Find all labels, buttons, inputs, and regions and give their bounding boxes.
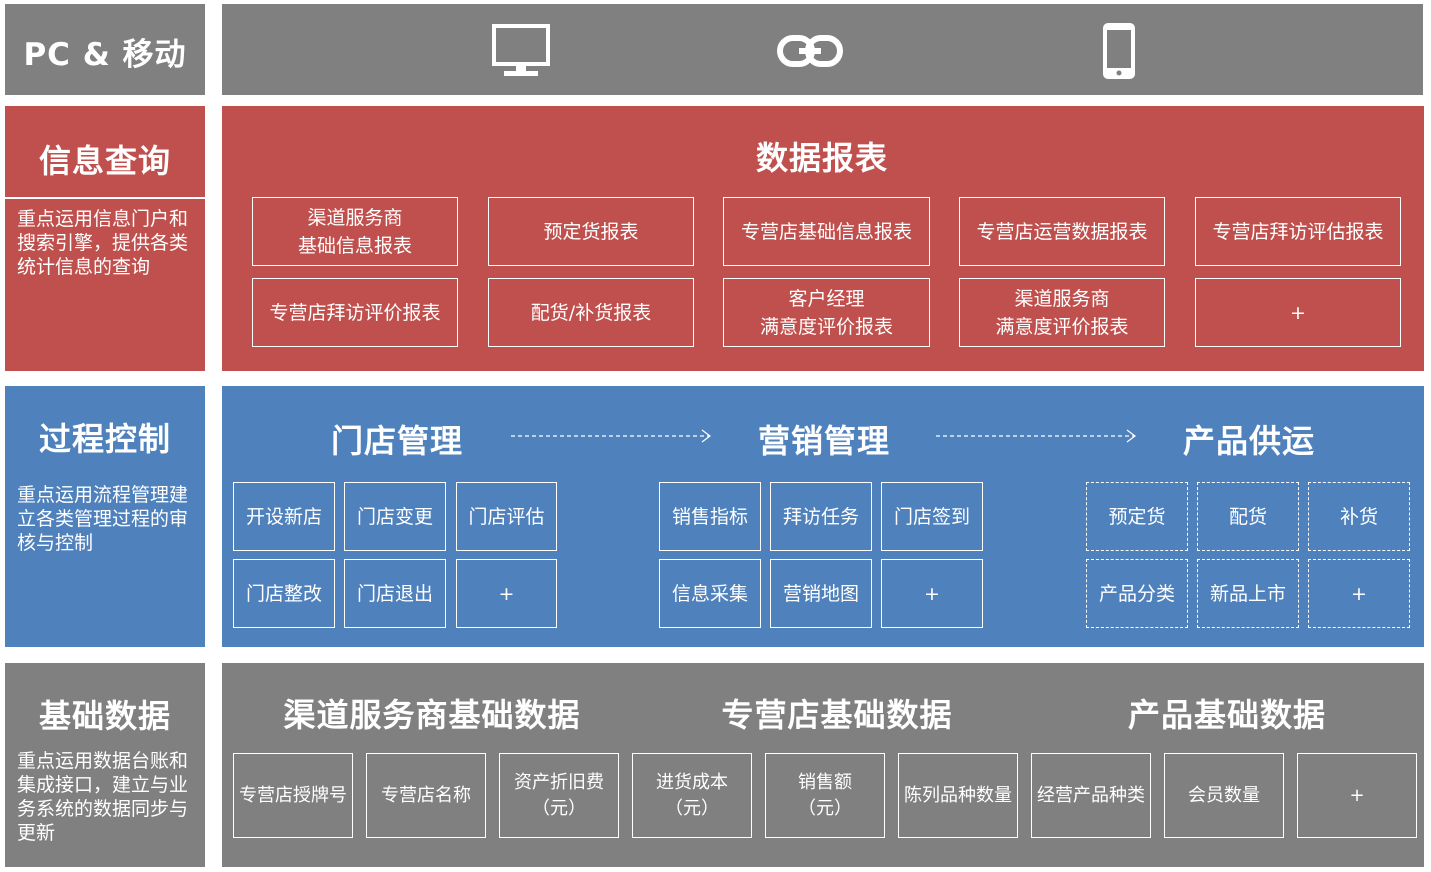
add-report-button[interactable]: + [1195,278,1401,347]
add-process-button[interactable]: + [881,559,983,628]
report-box[interactable]: 专营店运营数据报表 [959,197,1165,266]
process-control-title: 过程控制 [38,420,171,458]
link-icon [777,35,843,67]
process-item[interactable]: 门店变更 [344,482,446,551]
add-base-data-button[interactable]: + [1297,753,1417,838]
process-item[interactable]: 开设新店 [233,482,335,551]
report-box[interactable]: 渠道服务商 满意度评价报表 [959,278,1165,347]
divider [5,197,205,199]
process-item[interactable]: 新品上市 [1197,559,1299,628]
base-data-item[interactable]: 陈列品种数量 [898,753,1018,838]
pc-mobile-title: PC & 移动 [23,37,187,73]
base-data-item[interactable]: 经营产品种类 [1031,753,1151,838]
base-data-item[interactable]: 专营店授牌号 [233,753,353,838]
product-base-data-title: 产品基础数据 [1127,696,1326,734]
process-item[interactable]: 营销地图 [770,559,872,628]
process-item[interactable]: 补货 [1308,482,1410,551]
product-supply-title: 产品供运 [1182,422,1315,460]
process-control-label-panel: 过程控制 重点运用流程管理建立各类管理过程的审核与控制 [5,386,205,647]
report-box[interactable]: 专营店拜访评估报表 [1195,197,1401,266]
flow-arrow [936,429,1136,443]
base-data-item[interactable]: 专营店名称 [366,753,486,838]
report-box[interactable]: 客户经理 满意度评价报表 [723,278,930,347]
process-item[interactable]: 信息采集 [659,559,761,628]
add-process-button[interactable]: + [1308,559,1410,628]
data-reports-title: 数据报表 [755,139,888,177]
info-query-panel: 数据报表 渠道服务商 基础信息报表 预定货报表 专营店基础信息报表 专营店运营数… [222,106,1424,371]
process-item[interactable]: 拜访任务 [770,482,872,551]
report-box[interactable]: 渠道服务商 基础信息报表 [252,197,458,266]
marketing-management-title: 营销管理 [757,422,890,460]
process-control-description: 重点运用流程管理建立各类管理过程的审核与控制 [17,484,189,554]
report-box[interactable]: 配货/补货报表 [488,278,694,347]
info-query-description: 重点运用信息门户和搜索引擎，提供各类统计信息的查询 [17,208,189,278]
process-item[interactable]: 配货 [1197,482,1299,551]
process-item[interactable]: 预定货 [1086,482,1188,551]
store-base-data-title: 专营店基础数据 [721,696,953,734]
base-data-label-panel: 基础数据 重点运用数据台账和集成接口，建立与业务系统的数据同步与更新 [5,663,205,867]
pc-mobile-label-panel: PC & 移动 [5,4,205,95]
report-box[interactable]: 预定货报表 [488,197,694,266]
report-box[interactable]: 专营店拜访评价报表 [252,278,458,347]
info-query-label-panel: 信息查询 重点运用信息门户和搜索引擎，提供各类统计信息的查询 [5,106,205,371]
process-item[interactable]: 门店签到 [881,482,983,551]
store-management-title: 门店管理 [330,422,463,460]
process-item[interactable]: 销售指标 [659,482,761,551]
process-item[interactable]: 门店退出 [344,559,446,628]
flow-arrow [511,429,711,443]
process-item[interactable]: 门店整改 [233,559,335,628]
base-data-item[interactable]: 销售额 （元） [765,753,885,838]
base-data-item[interactable]: 资产折旧费 （元） [499,753,619,838]
base-data-item[interactable]: 会员数量 [1164,753,1284,838]
channel-base-data-title: 渠道服务商基础数据 [283,696,581,734]
process-item[interactable]: 门店评估 [456,482,557,551]
base-data-title: 基础数据 [38,697,171,735]
add-process-button[interactable]: + [456,559,557,628]
info-query-title: 信息查询 [38,142,171,180]
report-box[interactable]: 专营店基础信息报表 [723,197,930,266]
process-control-panel: 门店管理 营销管理 产品供运 开设新店 门店变更 门店评估 门店整改 门店退出 … [222,386,1424,647]
pc-mobile-panel [222,4,1423,95]
process-item[interactable]: 产品分类 [1086,559,1188,628]
mobile-phone-icon [1103,23,1135,79]
base-data-panel: 渠道服务商基础数据 专营店基础数据 产品基础数据 专营店授牌号 专营店名称 资产… [222,663,1424,867]
base-data-description: 重点运用数据台账和集成接口，建立与业务系统的数据同步与更新 [17,750,189,844]
monitor-icon [492,24,550,76]
base-data-item[interactable]: 进货成本 （元） [632,753,752,838]
